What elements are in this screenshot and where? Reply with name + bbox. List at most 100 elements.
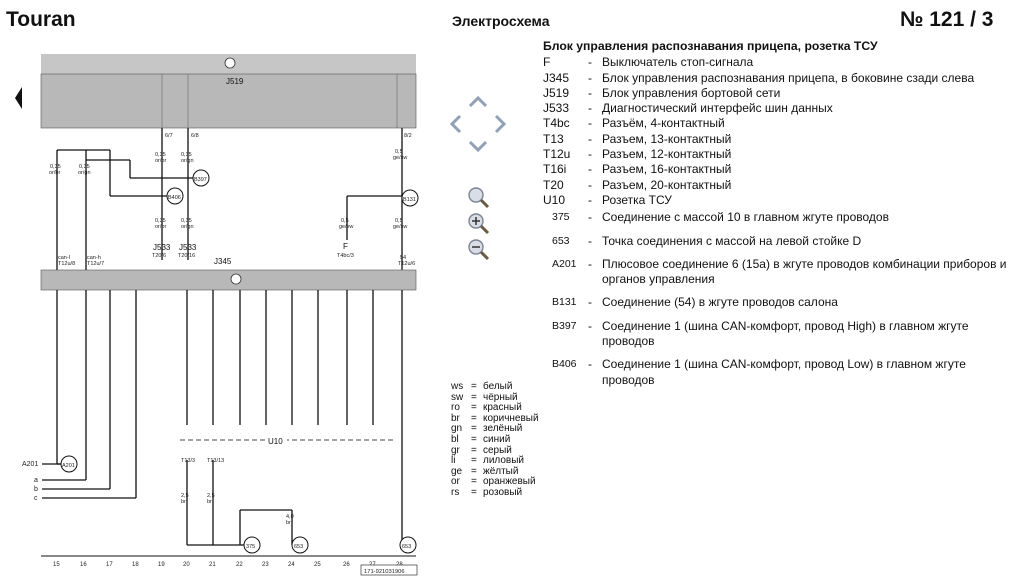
wire-label: T12u/7 [87,261,104,267]
color-eq: = [471,433,477,445]
scale-number: 18 [132,562,139,568]
color-name: коричневый [483,412,539,424]
nav-down-icon[interactable] [468,140,488,153]
wire-label: 0,35 [155,218,166,224]
color-key-item: li=лиловый [451,456,539,467]
legend-code: B406 [552,358,577,371]
b397-label: B397 [194,177,207,183]
legend-dash: - [588,318,592,333]
legend-dash: - [588,70,592,85]
nav-left-icon[interactable] [449,114,462,134]
bottom-scale: 1516171819202122232425262728 [53,562,403,568]
wire-label: T20/16 [178,253,195,259]
color-eq: = [471,476,477,488]
color-key-item: rs=розовый [451,486,539,499]
color-key-item: or=оранжевый [451,477,539,488]
ext-c-label: c [34,495,38,502]
legend-desc: Разъем, 20-контактный [602,177,732,192]
nav-right-icon[interactable] [494,114,507,134]
color-key-item: br=коричневый [451,412,539,425]
legend-code: J519 [543,85,570,100]
legend-item: T4bc-Разъём, 4-контактный [543,116,1013,131]
scale-number: 22 [236,562,243,568]
color-name: серый [483,444,512,456]
scale-number: 16 [80,562,87,568]
wire-label: 0,35 [181,218,192,224]
scale-number: 19 [158,562,165,568]
color-eq: = [471,391,477,403]
ground-375-node [243,536,261,554]
legend-desc: Разъем, 16-контактный [602,162,732,177]
legend-desc: Разъём, 4-контактный [602,116,725,131]
b397-node [192,169,210,187]
navigation-pad [446,92,510,156]
color-key-item: ws=белый [451,381,539,393]
page-left-marker[interactable] [15,87,22,109]
zoom-in-icon[interactable] [466,212,492,236]
wire-label: 0,35 [155,152,166,158]
color-code: li [451,455,456,467]
ground-375-label: 375 [246,544,255,550]
legend-item: J519 -Блок управления бортовой сети [543,86,1013,101]
color-eq: = [471,412,477,424]
legend-code: T12u [543,147,571,162]
b131-label: B131 [403,197,416,203]
b131-node [401,189,419,207]
legend-desc: Блок управления бортовой сети [602,85,781,100]
legend-item: 375-Соединение с массой 10 в главном жгу… [543,210,1013,225]
wire-label: 0,35 [50,164,61,170]
legend-code: B131 [552,296,577,309]
switch-f-label: F [343,242,348,251]
color-name: лиловый [483,455,525,467]
wire-label: br [207,499,212,505]
wire-label: T20/6 [152,253,166,259]
legend-dash: - [588,177,592,192]
document-title: Электросхема [452,13,550,29]
component-legend: Блок управления распознавания прицепа, р… [543,39,1013,388]
j519-label: J519 [226,77,244,86]
nav-up-icon[interactable] [468,95,488,108]
legend-dash: - [588,210,592,225]
legend-desc: Соединение 1 (шина CAN-комфорт, провод L… [602,357,966,387]
legend-item: 653-Точка соединения с массой на левой с… [543,234,1013,249]
scale-number: 23 [262,562,269,568]
legend-desc: Выключатель стоп-сигнала [602,55,754,70]
color-key-item: bl=синий [451,433,539,446]
scale-number: 21 [209,562,216,568]
legend-code: T20 [543,177,564,192]
color-eq: = [471,402,477,414]
legend-item: U10-Розетка ТСУ [543,193,1013,208]
ext-a-label: a [34,477,38,484]
legend-code: U10 [543,192,566,207]
wire-label: 0,5 [395,149,403,155]
legend-item: J533-Диагностический интерфейс шин данны… [543,101,1013,116]
legend-item: B397-Соединение 1 (шина CAN-комфорт, про… [543,319,1013,350]
ref-code-box [360,564,418,576]
legend-code: T4bc [543,116,570,131]
legend-dash: - [588,295,592,310]
legend-item: B131-Соединение (54) в жгуте проводов са… [543,295,1013,310]
zoom-out-icon[interactable] [466,238,492,262]
legend-code: J533 [543,101,570,116]
magnifier-icon[interactable] [466,186,492,210]
color-name: розовый [483,486,523,498]
wire-label: can-h [87,255,101,261]
color-code: gn [451,423,463,435]
legend-item: T13-Разъем, 13-контактный [543,132,1013,147]
color-name: чёрный [483,391,518,403]
legend-dash: - [588,85,592,100]
wire-label: 8/2 [404,133,412,139]
legend-item: J345-Блок управления распознавания прице… [543,71,1013,86]
legend-dash: - [588,256,592,271]
wire-label: 0,5 [395,218,403,224]
j519-block [40,73,417,129]
wire-label: can-l [58,255,70,261]
a201-node-label: A201 [62,463,75,469]
legend-item: B406-Соединение 1 (шина CAN-комфорт, про… [543,357,1013,388]
color-code: rs [451,486,460,498]
wire-label: T12u/8 [58,261,75,267]
wire-label: ge/sw [393,155,407,161]
scale-number: 15 [53,562,60,568]
